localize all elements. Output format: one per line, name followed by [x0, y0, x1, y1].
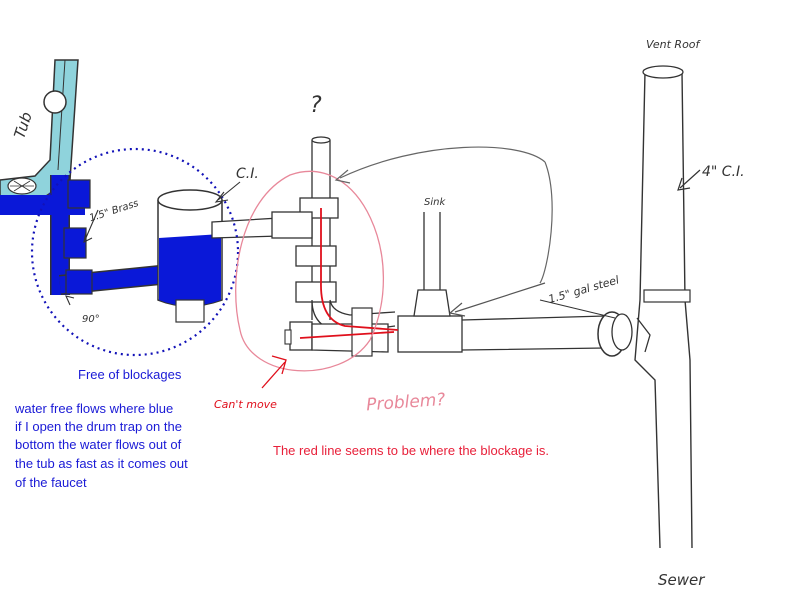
problem-circle: [235, 170, 385, 372]
problem-assembly: [235, 136, 463, 389]
label-unknown: ?: [310, 93, 322, 118]
blue-explanation-line: of the faucet: [15, 475, 87, 490]
label-problem: Problem?: [366, 390, 446, 415]
blue-water-pipes: [0, 175, 161, 295]
red-line-note: The red line seems to be where the block…: [273, 443, 550, 458]
galvanized-pipe: [461, 299, 633, 357]
free-zone-circle: [30, 147, 240, 357]
overflow-cap: [43, 90, 67, 114]
sink-drain: [334, 146, 553, 317]
label-sewer: Sewer: [658, 571, 705, 589]
label-sink: Sink: [424, 197, 446, 208]
blue-explanation-line: the tub as fast as it comes out: [15, 456, 188, 471]
label-brass: 1.5" Brass: [88, 198, 140, 224]
label-ci-top: C.I.: [236, 166, 259, 182]
label-elbow-90: 90°: [82, 314, 100, 325]
drum-trap: [157, 189, 281, 323]
label-galv: 1.5" gal steel: [547, 273, 621, 306]
label-cant-move: Can't move: [214, 398, 277, 411]
tub: [0, 59, 79, 206]
label-vent-roof: Vent Roof: [646, 38, 702, 51]
blue-explanation-line: water free flows where blue: [15, 401, 174, 416]
label-tub: Tub: [10, 110, 35, 141]
blockage-line: [299, 208, 399, 339]
curved-pointer: [339, 146, 546, 179]
main-stack: [634, 65, 701, 549]
free-of-blockages-note: Free of blockages: [78, 367, 182, 382]
label-ci-4in: 4" C.I.: [702, 164, 745, 180]
blue-explanation-line: if I open the drum trap on the: [15, 419, 182, 434]
blue-explanation-line: bottom the water flows out of: [15, 437, 182, 452]
cant-move-arrow: [261, 355, 287, 389]
